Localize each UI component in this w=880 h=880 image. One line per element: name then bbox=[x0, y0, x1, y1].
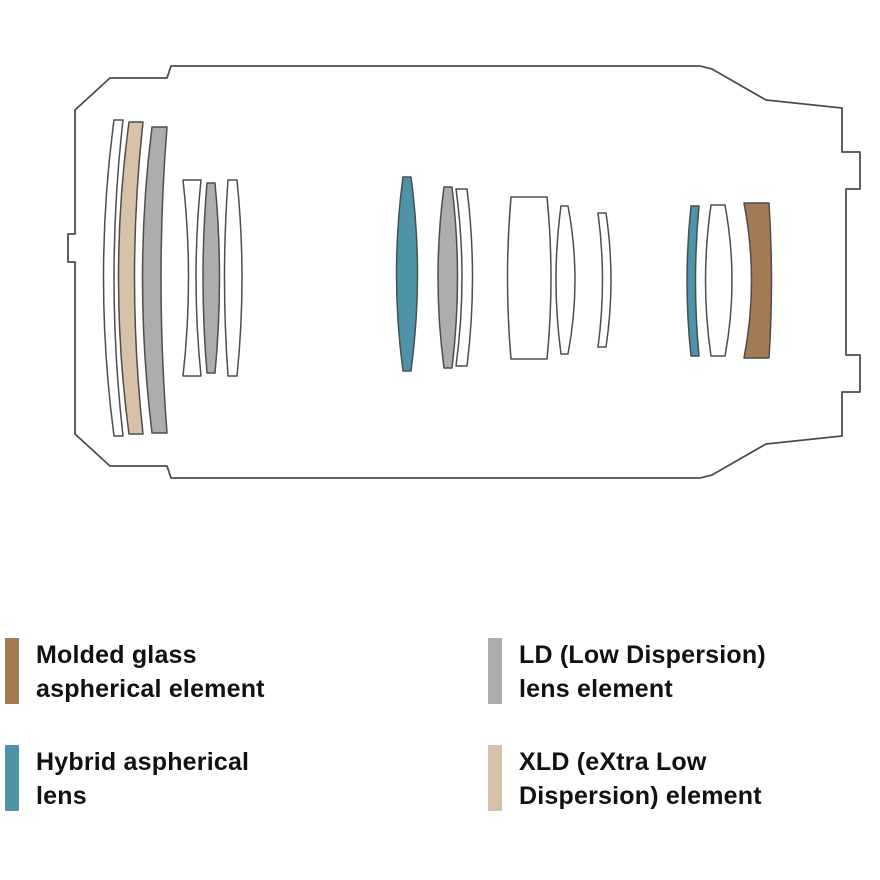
lens-element-2-xld bbox=[117, 121, 144, 435]
molded-color-swatch bbox=[5, 638, 19, 704]
lens-element-9 bbox=[455, 188, 474, 367]
lens-element-6 bbox=[223, 179, 243, 377]
lens-element-5-ld bbox=[202, 182, 221, 374]
legend-item-xld: XLD (eXtra Low Dispersion) element bbox=[488, 745, 779, 813]
legend-item-ld: LD (Low Dispersion) lens element bbox=[488, 638, 779, 706]
legend-label-xld: XLD (eXtra Low Dispersion) element bbox=[519, 748, 762, 810]
hybrid-color-swatch bbox=[5, 745, 19, 811]
lens-element-3-ld bbox=[141, 126, 168, 434]
lens-element-11 bbox=[555, 205, 576, 355]
xld-color-swatch bbox=[488, 745, 502, 811]
legend-item-molded: Molded glass aspherical element bbox=[5, 638, 296, 706]
lens-element-14 bbox=[704, 204, 733, 357]
legend-label-hybrid: Hybrid aspherical lens bbox=[36, 748, 250, 810]
lens-element-10 bbox=[506, 196, 552, 360]
lens-element-13-hybrid bbox=[686, 205, 700, 357]
lens-diagram bbox=[67, 65, 861, 479]
legend-label-ld: LD (Low Dispersion) lens element bbox=[519, 641, 766, 703]
ld-color-swatch bbox=[488, 638, 502, 704]
lens-element-7-hybrid bbox=[395, 176, 419, 372]
lens-element-4 bbox=[182, 179, 202, 377]
lens-element-15-molded bbox=[743, 202, 773, 359]
lens-element-8-ld bbox=[437, 186, 459, 369]
lens-element-12 bbox=[597, 212, 612, 348]
legend-item-hybrid: Hybrid aspherical lens bbox=[5, 745, 296, 813]
legend-label-molded: Molded glass aspherical element bbox=[36, 641, 265, 703]
lens-element-1 bbox=[102, 119, 124, 437]
